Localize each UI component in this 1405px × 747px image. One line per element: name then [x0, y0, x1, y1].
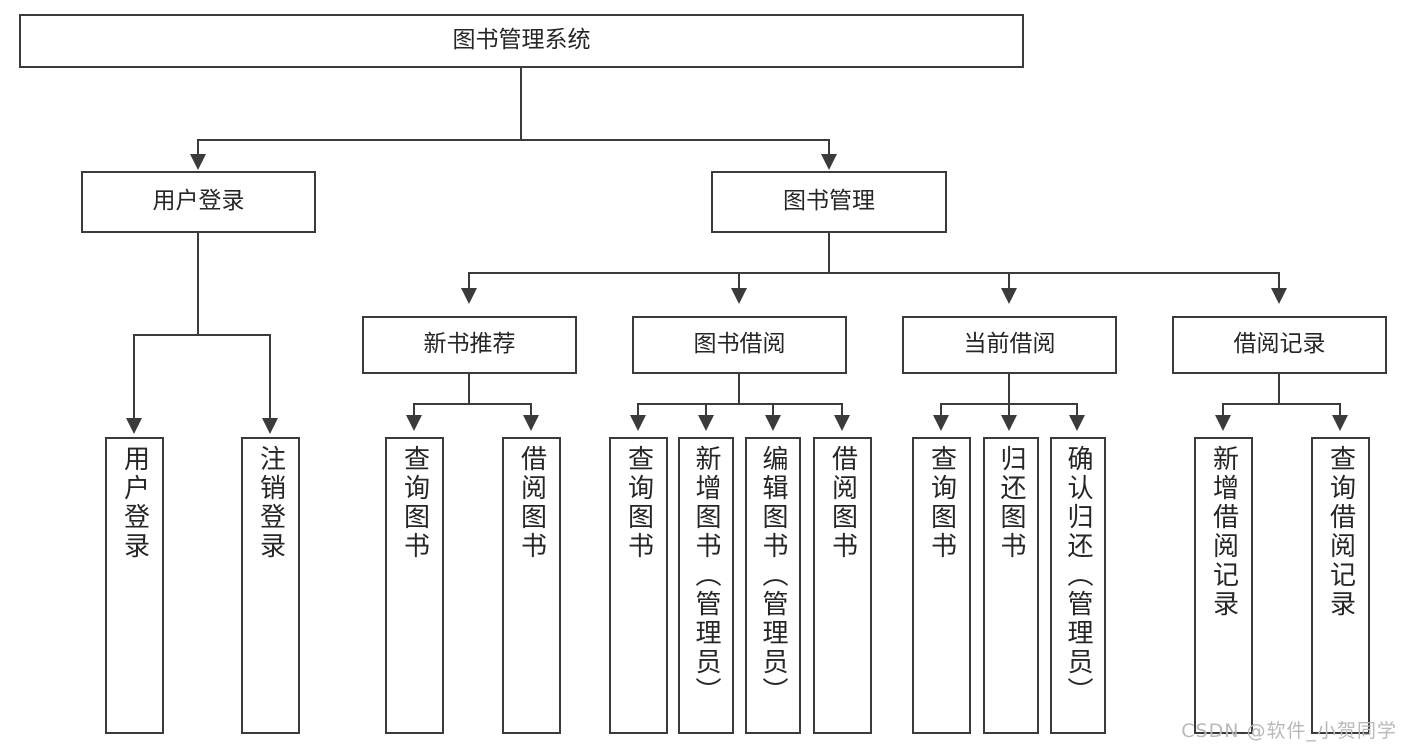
connector-user-login-bar: [133, 334, 271, 336]
arrow-root-to-book-management: [821, 154, 837, 170]
leaf-nbr-query-book[interactable]: 查询图书: [385, 437, 444, 734]
node-label: 新增图书（管理员）: [691, 445, 721, 706]
connector-nbr-stem: [468, 374, 470, 404]
leaf-cb-return-book[interactable]: 归还图书: [983, 437, 1039, 734]
leaf-user-login-login[interactable]: 用户登录: [105, 437, 164, 734]
connector-bb-branch-2: [705, 403, 707, 415]
connector-user-login-stem: [197, 233, 199, 335]
node-label: 归还图书: [996, 445, 1026, 561]
connector-root-bar: [197, 139, 829, 141]
leaf-cb-confirm-return-admin[interactable]: 确认归还（管理员）: [1050, 437, 1106, 734]
connector-bm-branch-3: [1008, 272, 1010, 288]
arrow-bm-to-book-borrow: [731, 288, 747, 304]
connector-cb-branch-2: [1008, 403, 1010, 415]
arrow-bb-child-3: [765, 415, 781, 431]
connector-root-to-book-management: [828, 139, 830, 155]
connector-br-stem: [1278, 374, 1280, 404]
leaf-br-add-record[interactable]: 新增借阅记录: [1194, 437, 1253, 734]
connector-user-login-branch-1: [133, 334, 135, 418]
leaf-bb-query-book[interactable]: 查询图书: [609, 437, 668, 734]
arrow-cb-child-2: [1001, 415, 1017, 431]
connector-book-management-bar: [468, 272, 1280, 274]
node-new-book-recommend[interactable]: 新书推荐: [362, 316, 577, 374]
node-borrow-record[interactable]: 借阅记录: [1172, 316, 1387, 374]
node-label: 当前借阅: [963, 331, 1056, 358]
arrow-cb-child-3: [1069, 415, 1085, 431]
arrow-nbr-child-2: [523, 415, 539, 431]
connector-cb-stem: [1008, 374, 1010, 404]
node-label: 图书借阅: [693, 331, 786, 358]
connector-nbr-branch-2: [530, 403, 532, 415]
connector-cb-branch-3: [1076, 403, 1078, 415]
leaf-br-query-record[interactable]: 查询借阅记录: [1311, 437, 1370, 734]
connector-bm-branch-2: [738, 272, 740, 288]
node-label: 新书推荐: [423, 331, 516, 358]
node-label: 编辑图书（管理员）: [758, 445, 788, 706]
connector-cb-branch-1: [940, 403, 942, 415]
node-label: 查询图书: [399, 445, 430, 561]
node-label: 借阅记录: [1233, 331, 1326, 358]
node-root-book-management-system[interactable]: 图书管理系统: [19, 14, 1024, 68]
node-label: 借阅图书: [827, 445, 858, 561]
arrow-br-child-1: [1215, 415, 1231, 431]
arrow-root-to-user-login: [190, 154, 206, 170]
node-current-borrow[interactable]: 当前借阅: [902, 316, 1117, 374]
arrow-bm-to-borrow-record: [1271, 288, 1287, 304]
connector-user-login-branch-2: [269, 334, 271, 418]
arrow-bb-child-4: [834, 415, 850, 431]
arrow-bm-to-current-borrow: [1001, 288, 1017, 304]
connector-br-bar: [1222, 403, 1341, 405]
node-label: 查询图书: [926, 445, 957, 561]
node-label: 确认归还（管理员）: [1063, 445, 1093, 706]
connector-bb-branch-1: [637, 403, 639, 415]
connector-bm-branch-4: [1278, 272, 1280, 288]
node-label: 用户登录: [152, 188, 245, 215]
connector-root-to-user-login: [197, 139, 199, 155]
node-label: 图书管理: [783, 188, 875, 215]
arrow-nbr-child-1: [406, 415, 422, 431]
connector-br-branch-2: [1339, 403, 1341, 415]
connector-bm-branch-1: [468, 272, 470, 288]
leaf-cb-query-book[interactable]: 查询图书: [912, 437, 971, 734]
node-label: 图书管理系统: [452, 27, 591, 54]
arrow-user-login-child-1: [126, 418, 142, 434]
connector-bb-branch-4: [841, 403, 843, 415]
arrow-user-login-child-2: [262, 418, 278, 434]
node-label: 新增借阅记录: [1208, 445, 1239, 619]
connector-book-management-stem: [828, 233, 830, 273]
connector-nbr-branch-1: [413, 403, 415, 415]
connector-bb-branch-3: [772, 403, 774, 415]
node-label: 借阅图书: [516, 445, 547, 561]
node-label: 注销登录: [255, 445, 286, 561]
arrow-bb-child-2: [698, 415, 714, 431]
leaf-bb-borrow-book[interactable]: 借阅图书: [813, 437, 872, 734]
leaf-bb-add-book-admin[interactable]: 新增图书（管理员）: [678, 437, 734, 734]
leaf-user-login-logout[interactable]: 注销登录: [241, 437, 300, 734]
connector-bb-stem: [738, 374, 740, 404]
node-user-login[interactable]: 用户登录: [81, 171, 316, 233]
leaf-bb-edit-book-admin[interactable]: 编辑图书（管理员）: [745, 437, 801, 734]
connector-nbr-bar: [413, 403, 532, 405]
connector-br-branch-1: [1222, 403, 1224, 415]
node-label: 用户登录: [119, 445, 150, 561]
arrow-bb-child-1: [630, 415, 646, 431]
node-label: 查询图书: [623, 445, 654, 561]
node-label: 查询借阅记录: [1325, 445, 1356, 619]
node-book-borrow[interactable]: 图书借阅: [632, 316, 847, 374]
connector-root-stem: [520, 68, 522, 140]
arrow-cb-child-1: [933, 415, 949, 431]
node-book-management[interactable]: 图书管理: [711, 171, 947, 233]
arrow-br-child-2: [1332, 415, 1348, 431]
arrow-bm-to-new-book-recommend: [461, 288, 477, 304]
connector-bb-bar: [637, 403, 843, 405]
leaf-nbr-borrow-book[interactable]: 借阅图书: [502, 437, 561, 734]
